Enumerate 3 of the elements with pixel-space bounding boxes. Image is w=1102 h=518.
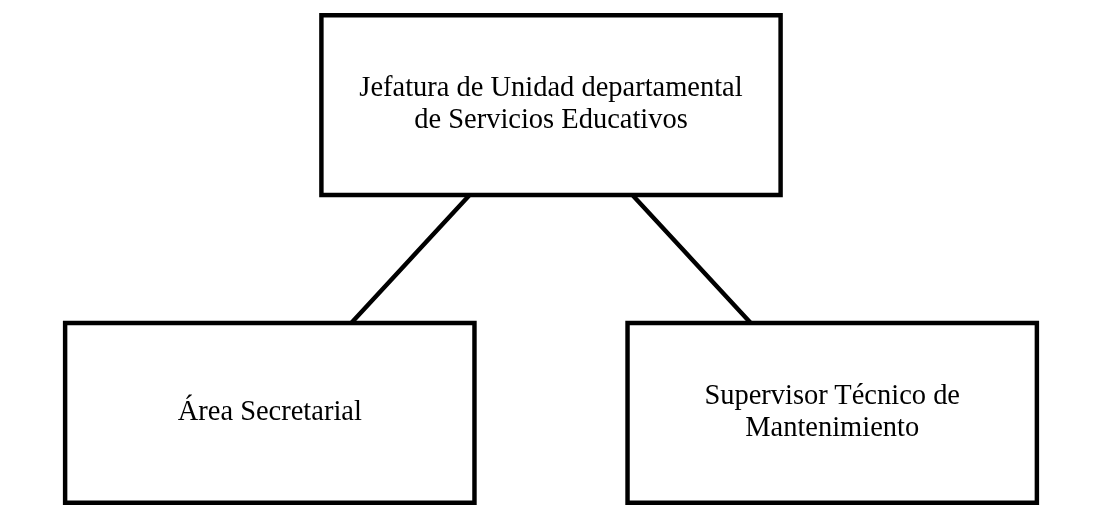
- node-box: Jefatura de Unidad departamental de Servicios Educativos: [319, 12, 783, 198]
- node-box: Área Secretarial: [62, 320, 477, 506]
- node-box: Supervisor Técnico de Mantenimiento: [625, 320, 1040, 506]
